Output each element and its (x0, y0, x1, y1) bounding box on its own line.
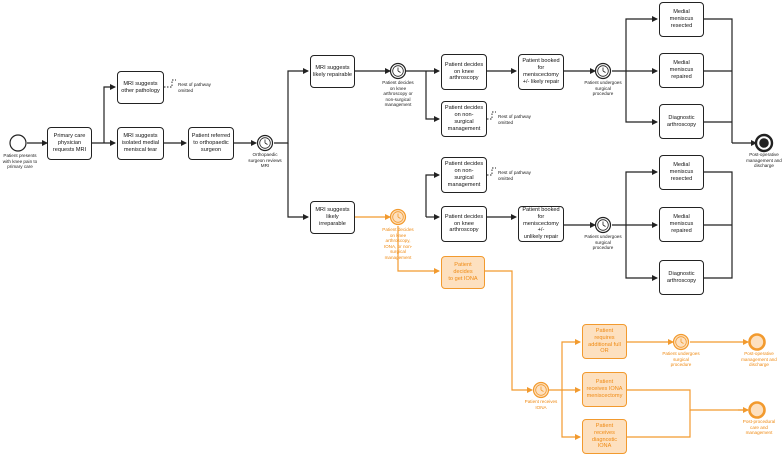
annotation-connector-3 (487, 167, 496, 176)
label-end-main: Post-operative management and discharge (746, 152, 782, 168)
flow-decide2-iona (397, 226, 440, 274)
node-nonsurg-1: Patient decides on non- surgical managem… (441, 101, 487, 137)
node-nonsurg-2: Patient decides on non- surgical managem… (441, 157, 487, 193)
flow-surgery1-diag (625, 71, 658, 125)
flow-surgery2-diag (625, 225, 658, 281)
node-resected-1: Medial meniscus resected (659, 2, 704, 37)
annotation-connector-2 (487, 111, 496, 120)
start-event (9, 134, 27, 152)
label-surgery-1: Patient undergoes surgical procedure (584, 80, 622, 96)
label-surgery-3: Patient undergoes surgical procedure (662, 351, 700, 367)
flow-review-repairable (274, 68, 309, 144)
annotation-connector-1 (164, 79, 176, 88)
flow-decide2-nonsurg (425, 172, 440, 217)
flow-resected1-end (704, 18, 733, 143)
flow-receives-diag (561, 390, 581, 440)
flow-decide1-nonsurg (425, 71, 440, 122)
timer-surgery-2 (594, 216, 612, 234)
label-end-or2: Post-procedural care and management (742, 419, 776, 435)
timer-surgery-1 (594, 62, 612, 80)
timer-ortho-review (256, 134, 274, 152)
node-iona-diag: Patient receives diagnostic IONA (582, 419, 627, 454)
node-mri-isolated: MRI suggests isolated medial meniscal te… (117, 127, 164, 160)
flow-diag-end2 (627, 410, 691, 438)
flow-receives-fullor (549, 339, 581, 391)
note-omitted-3: Rest of pathway omitted (498, 170, 531, 181)
node-knee-arth-2: Patient decides on knee arthroscopy (441, 206, 487, 242)
node-knee-arth-1: Patient decides on knee arthroscopy (441, 54, 487, 90)
node-referred: Patient referred to orthopaedic surgeon (188, 127, 234, 160)
timer-receives-iona (532, 381, 550, 399)
label-start: Patient presents with knee pain to prima… (2, 153, 38, 169)
label-end-or1: Post-operative management and discharge (741, 351, 777, 367)
node-repairable: MRI suggests likely repairable (310, 55, 355, 88)
node-iona-decide: Patient decides to get IONA (441, 256, 485, 289)
timer-decide-1 (389, 62, 407, 80)
note-omitted-2: Rest of pathway omitted (498, 114, 531, 125)
end-event-main (754, 133, 774, 153)
node-iona-menis: Patient receives IONA meniscectomy (582, 372, 627, 407)
node-repaired-2: Medial meniscus repaired (659, 207, 704, 242)
end-event-or2 (748, 401, 766, 419)
node-full-or: Patient requires additional full OR (582, 324, 627, 359)
node-mri-other: MRI suggests other pathology (117, 71, 164, 104)
end-event-or1 (748, 333, 766, 351)
timer-decide-2 (389, 208, 407, 226)
node-booked-2: Patient booked for meniscectomy +/- unli… (518, 206, 564, 242)
label-ortho-review: Orthopaedic surgeon reviews MRI (248, 152, 282, 168)
node-irreparable: MRI suggests likely irreparable (310, 201, 355, 234)
flow-surgery2-resected (612, 169, 658, 226)
node-booked-1: Patient booked for meniscectomy +/- like… (518, 54, 564, 90)
note-omitted-1: Rest of pathway omitted (178, 82, 211, 93)
node-diag-1: Diagnostic arthroscopy (659, 104, 704, 139)
flow-iona-receives (485, 270, 533, 393)
flow-pcp-other (103, 84, 116, 143)
flow-surgery1-resected (612, 16, 658, 72)
timer-surgery-3 (672, 333, 690, 351)
label-receives-iona: Patient receives IONA (524, 399, 558, 410)
node-diag-2: Diagnostic arthroscopy (659, 260, 704, 295)
label-decide-2: Patient decides on knee arthroscopy, ION… (382, 227, 414, 260)
label-surgery-2: Patient undergoes surgical procedure (584, 234, 622, 250)
flow-menis-end2 (627, 389, 748, 411)
flow-review-irreparable (287, 143, 309, 220)
node-repaired-1: Medial meniscus repaired (659, 53, 704, 88)
node-resected-2: Medial meniscus resected (659, 155, 704, 190)
node-pcp: Primary care physician requests MRI (47, 127, 92, 160)
label-decide-1: Patient decides on knee arthroscopy or n… (382, 80, 414, 107)
